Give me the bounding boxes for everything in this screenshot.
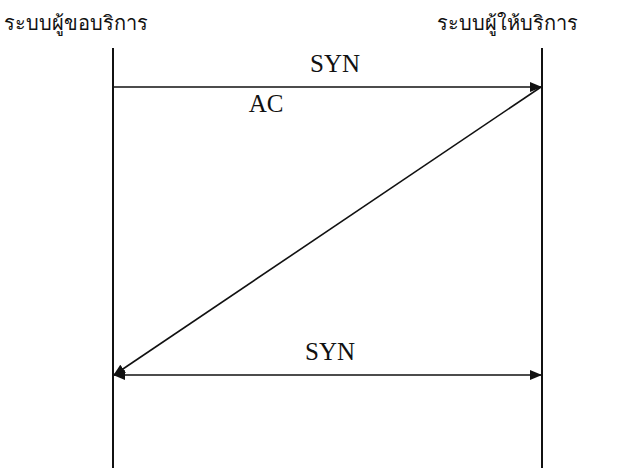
system-heading: ระบบผู้ให้บริการ <box>437 10 578 36</box>
message-label: SYN <box>307 50 363 79</box>
lifeline: ระบบผู้ให้บริการ <box>541 48 543 468</box>
system-heading: ระบบผู้ขอบริการ <box>4 10 148 36</box>
lifeline: ระบบผู้ขอบริการ <box>112 48 114 468</box>
message-label: SYN <box>302 338 358 367</box>
message-label: AC <box>246 90 287 119</box>
message-arrow <box>114 86 541 88</box>
message-arrow <box>114 374 541 376</box>
message-arrow <box>114 87 541 375</box>
